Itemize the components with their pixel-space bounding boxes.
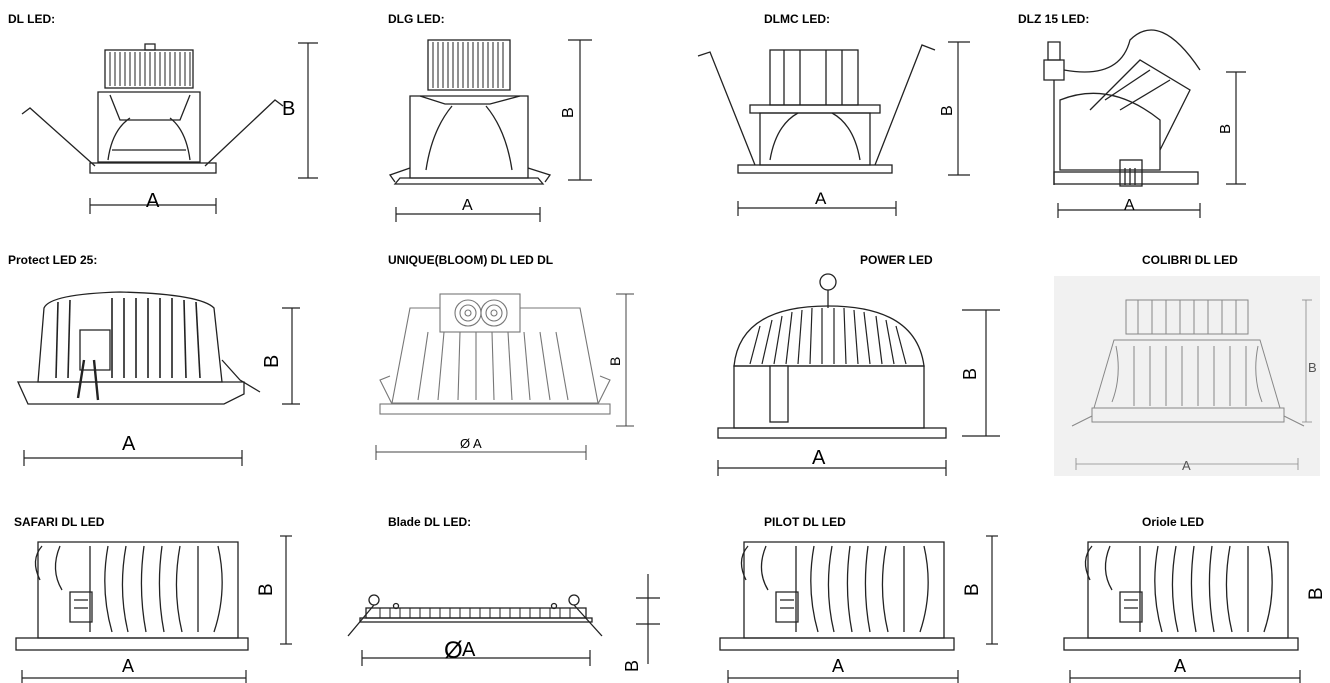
product-title-colibri-dl-led: COLIBRI DL LED — [1142, 253, 1238, 267]
product-title-dlg-led: DLG LED: — [388, 12, 445, 26]
dim-b-colibri-dl-led: B — [1308, 360, 1317, 375]
drawing-unique-bloom: B Ø A — [340, 230, 670, 480]
dim-a-dlg-led: A — [462, 197, 473, 214]
oriole-led-svg: B A — [1063, 541, 1327, 683]
power-led-svg: B A — [717, 273, 1000, 476]
dim-a-power-led: A — [812, 447, 826, 469]
dlg-led-svg: B A — [388, 39, 592, 222]
dim-b-dlz15-led: B — [1217, 124, 1234, 134]
drawing-dl-led: B A — [0, 0, 330, 230]
drawing-power-led: B A — [680, 230, 1010, 480]
dim-a-protect-led-25: A — [122, 433, 136, 455]
drawing-pilot-dl-led: B A — [700, 500, 1030, 683]
drawing-blade-dl-led: Ø A B — [340, 500, 670, 683]
pilot-dl-led-svg: B A — [719, 535, 998, 683]
product-title-unique-bloom: UNIQUE(BLOOM) DL LED DL — [388, 253, 554, 267]
dim-a-oriole-led: A — [1174, 656, 1186, 676]
dim-b-blade-dl-led: B — [622, 660, 642, 672]
drawing-colibri-dl-led: B A — [1054, 276, 1320, 476]
dim-a-dlz15-led: A — [1124, 197, 1135, 214]
product-title-dlz15-led: DLZ 15 LED: — [1018, 12, 1090, 26]
blade-dl-led-svg: Ø A B — [347, 574, 660, 672]
dim-a-unique-bloom: Ø A — [460, 436, 482, 451]
colibri-dl-led-svg: B A — [1054, 276, 1320, 476]
dim-b-dlmc-led: B — [939, 105, 956, 116]
product-title-protect-led-25: Protect LED 25: — [8, 253, 98, 267]
product-title-pilot-dl-led: PILOT DL LED — [764, 515, 846, 529]
dim-b-unique-bloom: B — [607, 357, 623, 366]
drawing-safari-dl-led: B A — [0, 500, 330, 683]
dim-b-protect-led-25: B — [261, 355, 283, 368]
product-title-oriole-led: Oriole LED — [1142, 515, 1205, 529]
dim-b-power-led: B — [960, 368, 980, 380]
dl-led-svg: B A — [21, 42, 318, 214]
dim-b-dlg-led: B — [560, 107, 577, 118]
product-title-safari-dl-led: SAFARI DL LED — [14, 515, 105, 529]
drawing-oriole-led: B A — [1040, 500, 1330, 683]
dim-a-colibri-dl-led: A — [1182, 458, 1191, 473]
product-title-dl-led: DL LED: — [8, 12, 56, 26]
dim-b-dl-led: B — [282, 98, 295, 120]
safari-dl-led-svg: B A — [15, 535, 292, 683]
dim-a-safari-dl-led: A — [122, 656, 134, 676]
product-title-power-led: POWER LED — [860, 253, 933, 267]
dim-a-blade-dl-led: A — [462, 639, 476, 661]
drawing-protect-led-25: B A — [0, 230, 330, 480]
dim-b-pilot-dl-led: B — [962, 583, 983, 596]
product-title-dlmc-led: DLMC LED: — [764, 12, 830, 26]
drawing-dlmc-led: B A — [680, 0, 1010, 230]
product-title-blade-dl-led: Blade DL LED: — [388, 515, 472, 529]
drawing-dlz15-led: B A — [1010, 0, 1330, 230]
dim-b-oriole-led: B — [1306, 587, 1327, 600]
dim-a-dlmc-led: A — [815, 189, 827, 208]
drawing-dlg-led: B A — [340, 0, 670, 230]
dlz15-led-svg: B A — [1043, 29, 1246, 218]
dim-a-pilot-dl-led: A — [832, 656, 844, 676]
dim-diameter-symbol-blade: Ø — [444, 637, 463, 664]
dim-b-safari-dl-led: B — [256, 583, 277, 596]
protect-led-25-svg: B A — [16, 291, 300, 466]
dlmc-led-svg: B A — [697, 41, 970, 216]
unique-bloom-svg: B Ø A — [375, 293, 634, 460]
dim-a-dl-led: A — [146, 190, 160, 212]
